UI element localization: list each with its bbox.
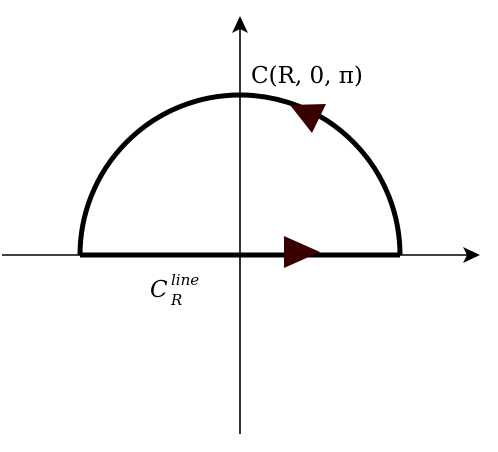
- line-label-base: C: [150, 277, 168, 303]
- x-axis-arrowhead: [463, 247, 480, 263]
- arc-label: C(R, 0, π): [251, 63, 363, 89]
- line-label-subscript: R: [170, 291, 182, 309]
- line-direction-arrowhead: [284, 236, 320, 268]
- line-label: C line R: [150, 271, 199, 309]
- line-label-superscript: line: [171, 271, 199, 289]
- semicircle-arc: [77, 92, 403, 256]
- y-axis-arrowhead: [232, 16, 248, 33]
- arc-direction-arrowhead: [290, 104, 326, 133]
